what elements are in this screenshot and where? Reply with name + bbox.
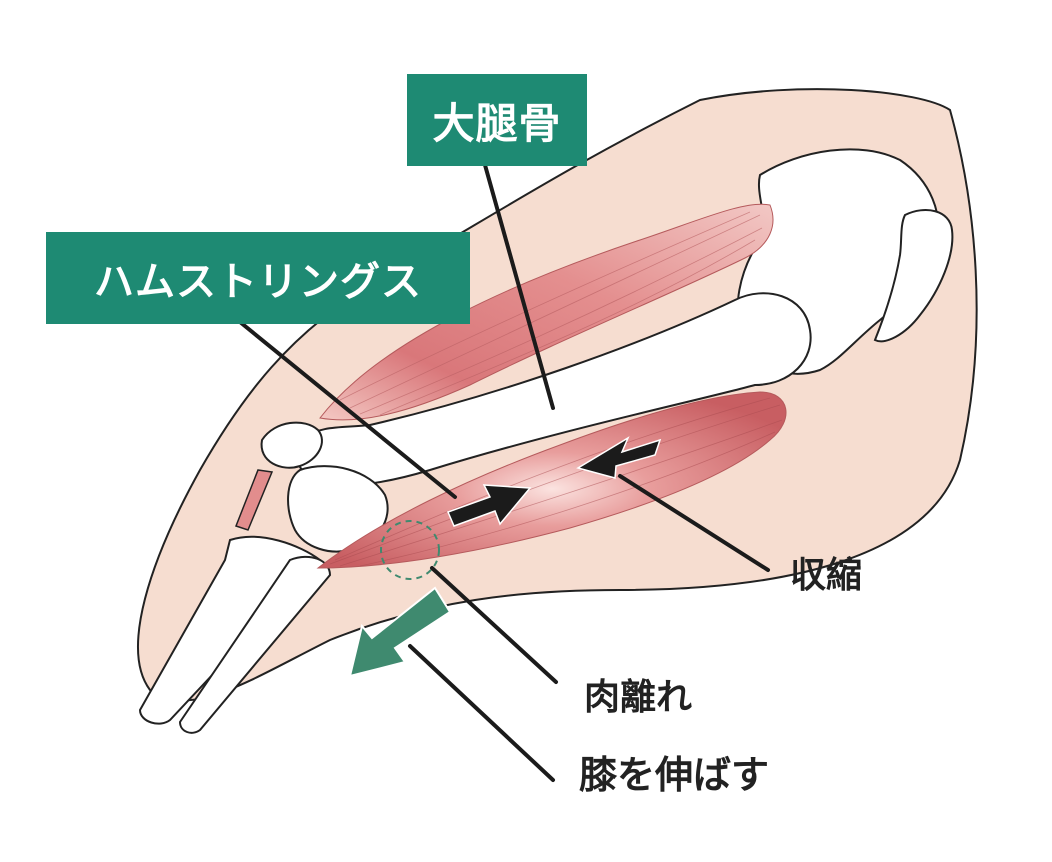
knee-extension-arrow [348,586,452,678]
contraction-label: 収縮 [790,555,863,596]
leader-lines [238,163,770,782]
quadriceps-muscle [319,203,774,421]
contraction-arrow-right [576,436,662,479]
hamstrings-label: ハムストリングス [46,232,470,324]
strain-label: 肉離れ [584,677,693,718]
hamstring-muscle [316,391,787,569]
strain-site-marker [380,520,440,580]
quadriceps-fibers [339,211,763,416]
contraction-arrow-left [446,484,532,527]
patellar-ligament [235,469,274,531]
patella-bone [260,421,323,469]
fibula-bone [178,555,332,734]
hamstrings-leader-line [238,320,457,499]
femur-label: 大腿骨 [407,74,587,166]
extend-leader-line [408,644,555,782]
strain-leader-line [430,566,558,684]
femur-bone [295,292,812,487]
sacrum-bone [873,209,954,343]
contraction-leader-line [618,474,770,572]
femur-leader-line [483,163,555,410]
extend-knee-label: 膝を伸ばす [579,753,770,797]
